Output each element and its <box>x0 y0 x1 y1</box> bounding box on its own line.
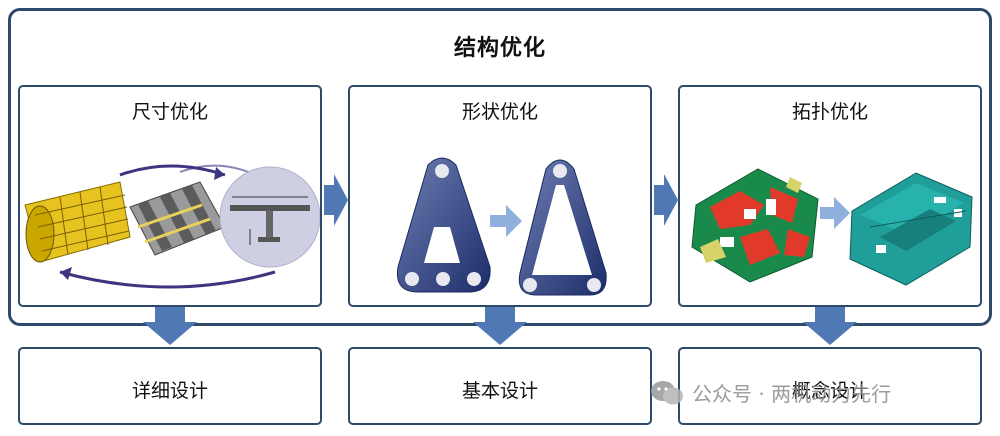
panel-shape-optimization: 形状优化 <box>348 85 652 307</box>
wechat-icon <box>651 380 683 404</box>
stage-box-basic: 基本设计 <box>348 347 652 425</box>
stage-label-basic: 基本设计 <box>461 380 538 402</box>
panel-title-topology: 拓扑优化 <box>791 101 868 123</box>
stage-box-concept: 概念设计 <box>678 347 982 425</box>
topology-optimization-illustration <box>691 168 973 286</box>
stage-box-detailed: 详细设计 <box>18 347 322 425</box>
stage-label-detailed: 详细设计 <box>131 380 208 402</box>
watermark-text: 公众号 · 两机动力先行 <box>692 382 892 406</box>
shape-optimization-illustration <box>396 157 607 296</box>
panel-topology-optimization: 拓扑优化 <box>678 85 982 307</box>
panel-title-shape: 形状优化 <box>461 101 538 123</box>
diagram-title: 结构优化 <box>453 36 546 61</box>
size-optimization-illustration <box>24 164 320 289</box>
panel-title-size: 尺寸优化 <box>131 101 208 123</box>
panel-size-optimization: 尺寸优化 <box>18 85 322 307</box>
stage-label-concept: 概念设计 <box>791 380 868 402</box>
watermark: 公众号 · 两机动力先行 <box>650 378 891 407</box>
